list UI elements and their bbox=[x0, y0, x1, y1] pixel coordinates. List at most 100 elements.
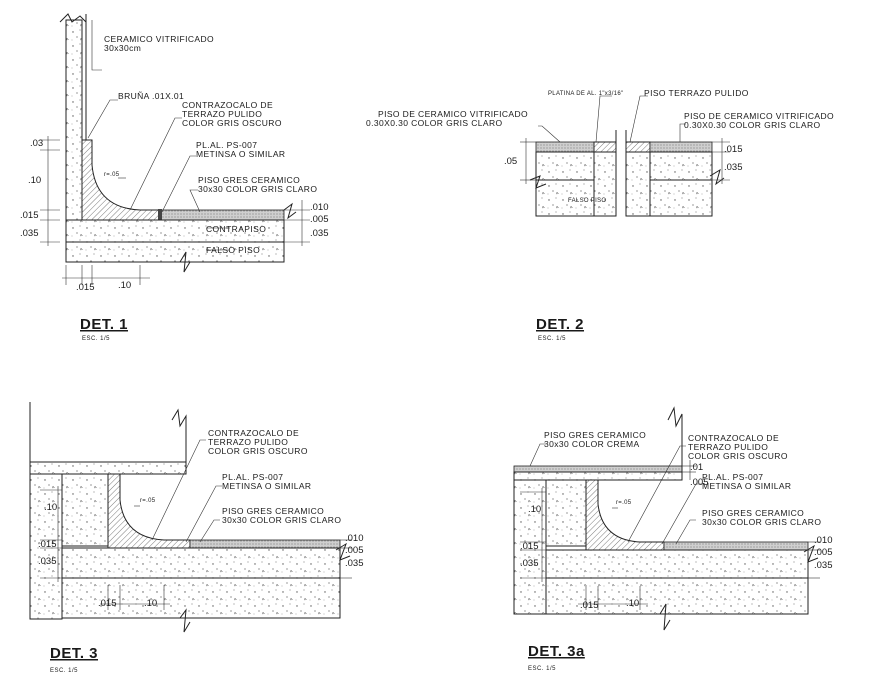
label-piso-2: 30x30 COLOR GRIS CLARO bbox=[198, 184, 317, 194]
label-piso-3b: 30x30 COLOR GRIS CLARO bbox=[222, 515, 341, 525]
label-radius: r=.05 bbox=[104, 172, 120, 178]
label-platina-1: PL.AL. PS-007 bbox=[196, 140, 257, 150]
label-ceramico-right-2: 0.30X0.30 COLOR GRIS CLARO bbox=[684, 120, 821, 130]
dim-b015-3: .015 bbox=[98, 598, 117, 609]
label-platina-3a-2: METINSA O SIMILAR bbox=[702, 481, 791, 491]
falso-piso-1 bbox=[65, 241, 285, 263]
dim-b10-3: .10 bbox=[144, 598, 157, 609]
label-radius-3: r=.05 bbox=[140, 498, 156, 504]
label-contrazocalo-2: TERRAZO PULIDO bbox=[182, 109, 262, 119]
dim-015-2: .015 bbox=[724, 144, 743, 155]
dim-015: .015 bbox=[20, 210, 39, 221]
label-ceramico-right-1: PISO DE CERAMICO VITRIFICADO bbox=[684, 111, 834, 121]
label-platina-3a-1: PL.AL. PS-007 bbox=[702, 472, 763, 482]
label-contrazocalo-3a-3: COLOR GRIS OSCURO bbox=[688, 451, 788, 461]
dim-r035-3a: .035 bbox=[814, 560, 833, 571]
dim-r010-3a: .010 bbox=[814, 535, 833, 546]
label-radius-3a: r=.05 bbox=[616, 500, 632, 506]
label-piso-1: PISO GRES CERAMICO bbox=[198, 175, 300, 185]
title-det-3a: DET. 3a bbox=[528, 643, 585, 660]
detail-3a: PISO GRES CERAMICO 30x30 COLOR CREMA CON… bbox=[513, 406, 833, 672]
label-piso-top-3a-1: PISO GRES CERAMICO bbox=[544, 430, 646, 440]
tile-right-2 bbox=[649, 141, 713, 153]
label-ceramico-left-1: PISO DE CERAMICO VITRIFICADO bbox=[378, 109, 528, 119]
label-platina-3b: METINSA O SIMILAR bbox=[222, 481, 311, 491]
slab-3a bbox=[545, 549, 809, 579]
dim-b10: .10 bbox=[118, 280, 131, 291]
falso-right-2 bbox=[649, 179, 713, 217]
label-platina-3a: PL.AL. PS-007 bbox=[222, 472, 283, 482]
label-falso-piso: FALSO PISO bbox=[206, 245, 260, 255]
dim-r010: .010 bbox=[310, 202, 329, 213]
dim-035-2: .035 bbox=[724, 162, 743, 173]
label-contrazocalo-3a-2: TERRAZO PULIDO bbox=[688, 442, 768, 452]
title-det-3: DET. 3 bbox=[50, 645, 98, 662]
top-floor-tile-3a bbox=[513, 465, 683, 473]
tile-left-2 bbox=[535, 141, 595, 153]
dim-r010-3: .010 bbox=[345, 533, 364, 544]
label-ceramico: CERAMICO VITRIFICADO bbox=[104, 34, 214, 44]
dim-035-3: .035 bbox=[38, 556, 57, 567]
scale-det-3: ESC. 1/5 bbox=[50, 668, 78, 674]
label-contrazocalo-1: CONTRAZOCALO DE bbox=[182, 100, 273, 110]
label-contrazocalo-3c: COLOR GRIS OSCURO bbox=[208, 446, 308, 456]
dim-035-3a: .035 bbox=[520, 558, 539, 569]
dim-10-3a: .10 bbox=[528, 504, 541, 515]
dim-b10-3a: .10 bbox=[626, 598, 639, 609]
detail-1: CERAMICO VITRIFICADO 30x30cm BRUÑA .01X.… bbox=[20, 13, 329, 342]
floor-tile-3a bbox=[663, 541, 809, 551]
wall-1 bbox=[65, 19, 83, 246]
falso-left-2 bbox=[535, 179, 595, 217]
title-det-2: DET. 2 bbox=[536, 316, 584, 333]
dim-t005-3a: .005 bbox=[690, 477, 709, 488]
contrazocalo-1 bbox=[81, 139, 161, 221]
dim-r005: .005 bbox=[310, 214, 329, 225]
dim-10-3: .10 bbox=[44, 502, 57, 513]
dim-r005-3: .005 bbox=[345, 545, 364, 556]
label-contrazocalo-3a-1: CONTRAZOCALO DE bbox=[688, 433, 779, 443]
detail-2: PLATINA DE AL. 1"x3/16" PISO TERRAZO PUL… bbox=[366, 88, 834, 342]
mortar-left-2 bbox=[535, 151, 595, 181]
dim-b015-3a: .015 bbox=[580, 600, 599, 611]
mortar-right-2 bbox=[649, 151, 713, 181]
label-platina-2: METINSA O SIMILAR bbox=[196, 149, 285, 159]
dim-r035: .035 bbox=[310, 228, 329, 239]
dim-t01-3a: .01 bbox=[690, 462, 703, 473]
label-ceramico-size: 30x30cm bbox=[104, 43, 141, 53]
dim-015-3: .015 bbox=[38, 539, 57, 550]
contrazocalo-3a bbox=[585, 479, 665, 551]
break-line bbox=[59, 13, 87, 23]
dim-10: .10 bbox=[28, 175, 41, 186]
detail-3: CONTRAZOCALO DE TERRAZO PULIDO COLOR GRI… bbox=[29, 402, 364, 674]
label-contrazocalo-3a: CONTRAZOCALO DE bbox=[208, 428, 299, 438]
dim-015-3a: .015 bbox=[520, 541, 539, 552]
dim-r035-3: .035 bbox=[345, 558, 364, 569]
dim-05: .05 bbox=[504, 156, 517, 167]
label-falso-piso-2: FALSO PISO bbox=[568, 198, 606, 204]
label-contrazocalo-3b: TERRAZO PULIDO bbox=[208, 437, 288, 447]
dim-03: .03 bbox=[30, 138, 43, 149]
label-piso-3a-2: 30x30 COLOR GRIS CLARO bbox=[702, 517, 821, 527]
scale-det-1: ESC. 1/5 bbox=[82, 336, 110, 342]
label-ceramico-left-2: 0.30X0.30 COLOR GRIS CLARO bbox=[366, 118, 503, 128]
floor-tile-3 bbox=[189, 539, 341, 549]
label-platina: PLATINA DE AL. 1"x3/16" bbox=[548, 91, 623, 97]
column-left-3 bbox=[29, 473, 63, 620]
title-det-1: DET. 1 bbox=[80, 316, 128, 333]
slab-3 bbox=[61, 547, 341, 579]
dim-035: .035 bbox=[20, 228, 39, 239]
label-contrazocalo-3: COLOR GRIS OSCURO bbox=[182, 118, 282, 128]
label-bruna: BRUÑA .01X.01 bbox=[118, 91, 184, 101]
label-terrazo: PISO TERRAZO PULIDO bbox=[644, 88, 749, 98]
column-left-3a bbox=[513, 479, 547, 615]
label-piso-top-3a-2: 30x30 COLOR CREMA bbox=[544, 439, 640, 449]
label-piso-3a: PISO GRES CERAMICO bbox=[222, 506, 324, 516]
dim-r005-3a: .005 bbox=[814, 547, 833, 558]
dim-b015: .015 bbox=[76, 282, 95, 293]
contrazocalo-3 bbox=[107, 473, 191, 549]
label-contrapiso: CONTRAPISO bbox=[206, 224, 266, 234]
label-piso-3a-1: PISO GRES CERAMICO bbox=[702, 508, 804, 518]
scale-det-3a: ESC. 1/5 bbox=[528, 666, 556, 672]
scale-det-2: ESC. 1/5 bbox=[538, 336, 566, 342]
